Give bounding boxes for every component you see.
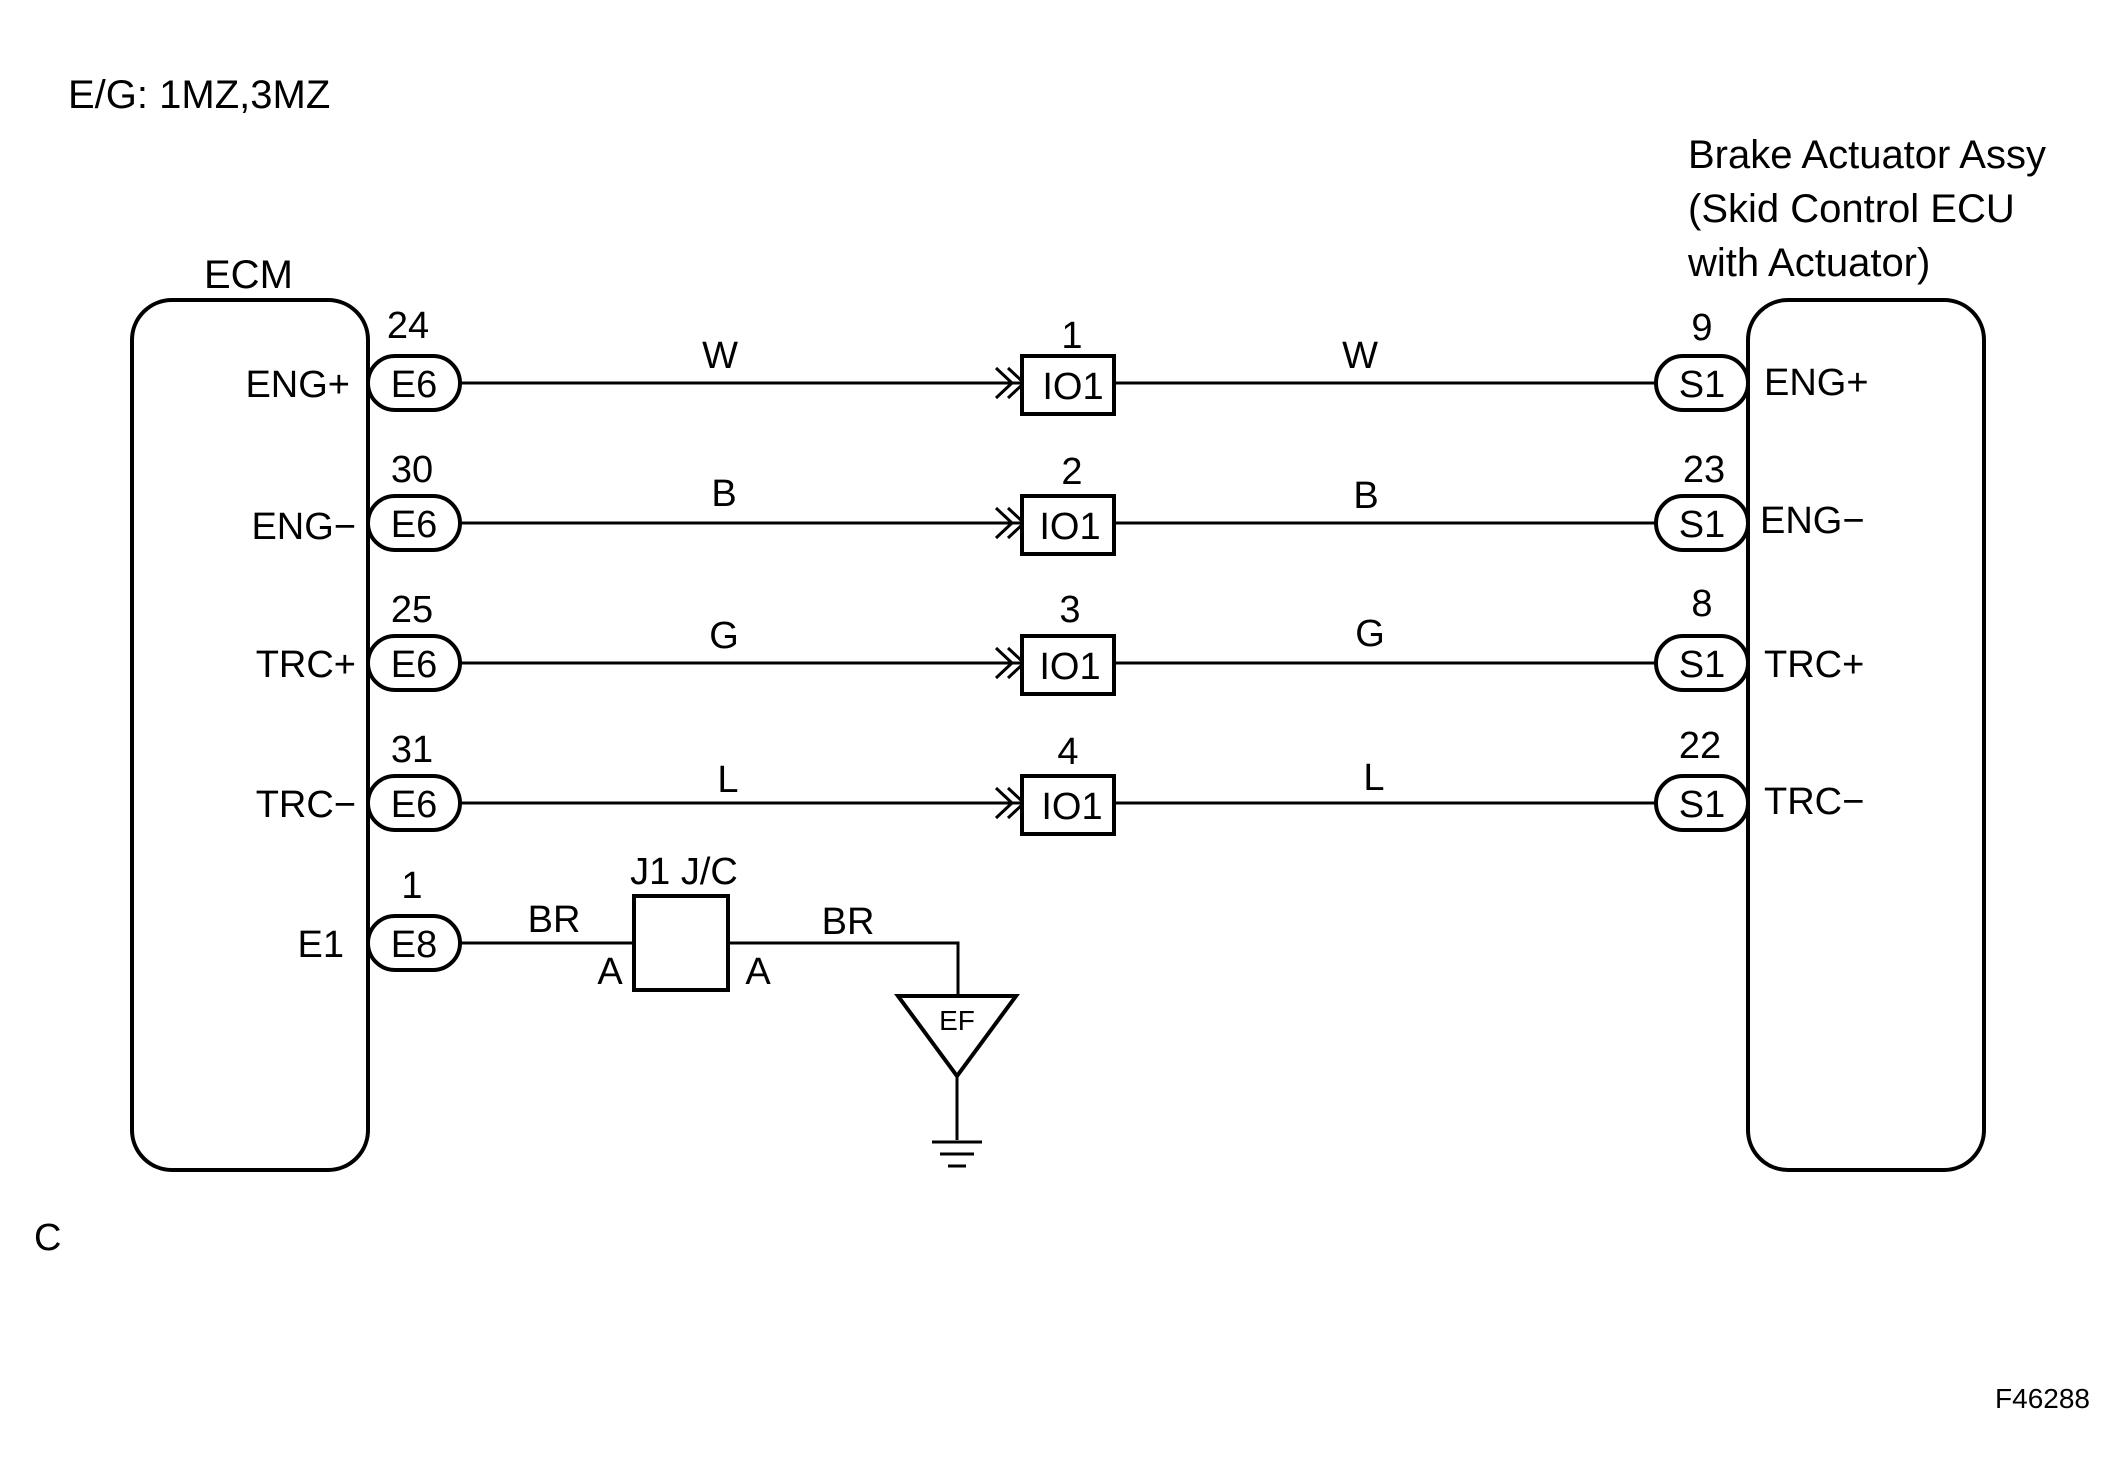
junction-pin-number: 4 <box>1057 731 1078 773</box>
ground-icon <box>932 1140 982 1168</box>
circuit-eng-minus: ENG− 30 E6 B 2 IO1 B 23 S1 ENG− <box>251 449 1865 556</box>
junction-pin-number: 3 <box>1059 589 1080 631</box>
junction-block-label: J1 J/C <box>630 851 738 893</box>
circuit-eng-plus: ENG+ 24 E6 W 1 IO1 W 9 S1 ENG+ <box>245 305 1869 416</box>
ground-point-label: EF <box>939 1005 975 1036</box>
ecm-terminal-label: TRC− <box>256 784 356 826</box>
junction-connector-label: IO1 <box>1039 506 1100 548</box>
junction-connector <box>1020 774 1116 836</box>
actuator-terminal-label: ENG+ <box>1764 362 1869 404</box>
ecm-box <box>130 298 370 1172</box>
actuator-terminal-label: ENG− <box>1760 500 1865 542</box>
actuator-terminal-label: TRC− <box>1764 781 1864 823</box>
actuator-connector-label: S1 <box>1679 644 1725 686</box>
ecm-connector-label: E6 <box>391 644 437 686</box>
circuit-trc-minus: TRC− 31 E6 L 4 IO1 L 22 S1 TRC− <box>256 725 1864 836</box>
ground-circuit: E1 1 E8 BR J1 J/C A A BR EF <box>298 851 1020 1168</box>
ecm-terminal-label: ENG− <box>251 506 356 548</box>
wire-color-label: G <box>1355 613 1385 655</box>
junction-connector <box>1020 354 1116 416</box>
ecm-terminal-label: TRC+ <box>256 644 356 686</box>
wire-color-label: BR <box>822 901 875 943</box>
corner-mark: C <box>34 1217 61 1259</box>
actuator-pin-number: 22 <box>1679 725 1721 767</box>
ecm-connector-label: E8 <box>391 924 437 966</box>
ecm-title: ECM <box>204 253 293 297</box>
wire-color-label: L <box>1363 757 1384 799</box>
ecm-terminal-label: E1 <box>298 924 344 966</box>
ecm-pin-number: 1 <box>401 865 422 907</box>
junction-pin-number: 2 <box>1061 451 1082 493</box>
actuator-connector-label: S1 <box>1679 504 1725 546</box>
actuator-terminal-label: TRC+ <box>1764 644 1864 686</box>
wire-color-label: B <box>711 473 736 515</box>
actuator-pin-number: 23 <box>1683 449 1725 491</box>
actuator-connector-label: S1 <box>1679 784 1725 826</box>
ecm-pin-number: 30 <box>391 449 433 491</box>
wire-color-label: W <box>1342 335 1378 377</box>
actuator-connector-label: S1 <box>1679 364 1725 406</box>
junction-in-label: A <box>597 951 623 993</box>
actuator-title-line-2: (Skid Control ECU <box>1688 187 2015 231</box>
wire-color-label: BR <box>528 899 581 941</box>
actuator-connector <box>1654 774 1750 832</box>
actuator-pin-number: 9 <box>1691 307 1712 349</box>
engine-label: E/G: 1MZ,3MZ <box>68 73 330 117</box>
circuit-trc-plus: TRC+ 25 E6 G 3 IO1 G 8 S1 TRC+ <box>256 583 1864 696</box>
junction-pin-number: 1 <box>1061 315 1082 357</box>
actuator-title-line-1: Brake Actuator Assy <box>1688 133 2046 177</box>
ecm-pin-number: 25 <box>391 589 433 631</box>
ecm-connector-label: E6 <box>391 784 437 826</box>
junction-connector <box>1020 494 1116 556</box>
wire-color-label: G <box>709 615 739 657</box>
wire-segment <box>728 941 960 996</box>
junction-out-label: A <box>745 951 771 993</box>
wire-color-label: L <box>717 759 738 801</box>
actuator-title-line-3: with Actuator) <box>1687 241 1930 285</box>
actuator-connector <box>1654 354 1750 412</box>
figure-id: F46288 <box>1995 1383 2090 1414</box>
ecm-connector-label: E6 <box>391 504 437 546</box>
actuator-box <box>1746 298 1986 1172</box>
junction-connector-label: IO1 <box>1041 786 1102 828</box>
ecm-pin-number: 31 <box>391 729 433 771</box>
wire-color-label: W <box>702 335 738 377</box>
ecm-connector-label: E6 <box>391 364 437 406</box>
ecm-pin-number: 24 <box>387 305 429 347</box>
junction-connector <box>1020 634 1116 696</box>
ground-point-symbol <box>894 994 1020 1080</box>
wire-color-label: B <box>1353 475 1378 517</box>
actuator-connector <box>1654 634 1750 692</box>
actuator-connector <box>1654 494 1750 552</box>
actuator-pin-number: 8 <box>1691 583 1712 625</box>
junction-connector-label: IO1 <box>1042 366 1103 408</box>
ecm-terminal-label: ENG+ <box>245 364 350 406</box>
junction-block <box>632 894 730 992</box>
junction-connector-label: IO1 <box>1039 646 1100 688</box>
